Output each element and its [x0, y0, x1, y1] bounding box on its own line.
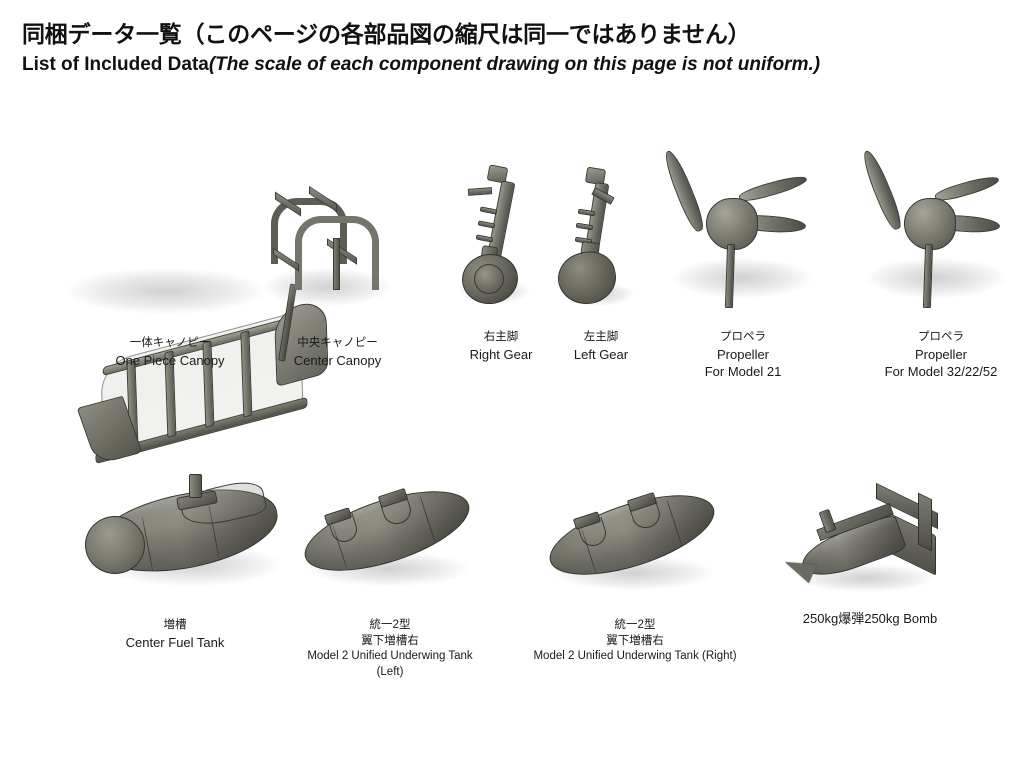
caption-english: Right Gear [469, 346, 533, 362]
caption-center-canopy: 中央キャノピー Center Canopy [294, 336, 381, 369]
caption-japanese-line2: 翼下増槽右 [361, 634, 419, 647]
propeller-blade-right-upper [933, 173, 1001, 204]
caption-english: Left Gear [573, 346, 629, 362]
caption-japanese: 左主脚 [583, 331, 619, 343]
part-underwing-tank-left[interactable]: 統一2型 翼下増槽右 Model 2 Unified Underwing Tan… [295, 474, 485, 678]
propeller-blade-upper [858, 148, 906, 232]
caption-propeller-model-32-22-52: プロペラ Propeller For Model 32/22/52 [885, 330, 998, 381]
caption-center-fuel-tank: 増槽 Center Fuel Tank [126, 618, 225, 651]
page-title-note: (The scale of each component drawing on … [208, 53, 821, 75]
gear-wheel-cover [553, 247, 621, 309]
gear-band [479, 206, 498, 215]
underwing-tank-right-drawing [540, 478, 730, 612]
caption-japanese-line2: 翼下増槽右 [606, 634, 664, 647]
caption-japanese: 右主脚 [483, 331, 519, 343]
propeller-blade-right-upper [737, 172, 809, 205]
propeller-model-21-drawing [658, 140, 828, 330]
propeller-3d [858, 140, 1024, 330]
propeller-shaft [724, 243, 736, 309]
propeller-shaft [922, 243, 934, 309]
gear-retraction-arm [467, 187, 493, 196]
center-canopy-body [271, 185, 383, 290]
caption-japanese: 一体キャノピー [129, 337, 211, 349]
canopy-rear-arch [271, 198, 347, 264]
caption-left-gear: 左主脚 Left Gear [574, 330, 628, 363]
caption-japanese: 統一2型 [369, 619, 411, 631]
right-gear-3d [452, 158, 538, 320]
caption-english: One Piece Canopy [115, 352, 225, 368]
caption-english: Propeller [716, 346, 770, 362]
caption-english: Propeller [914, 346, 968, 362]
propeller-blade-upper [660, 148, 708, 234]
underwing-tank-3d [540, 478, 730, 602]
part-right-gear[interactable]: 右主脚 Right Gear [452, 158, 550, 362]
propeller-spinner [706, 198, 758, 250]
right-gear-drawing [452, 158, 550, 330]
caption-one-piece-canopy: 一体キャノピー One Piece Canopy [115, 336, 224, 369]
page-title-english-line: List of Included Data(The scale of each … [22, 53, 1012, 77]
bomb-250kg-drawing [780, 482, 960, 612]
part-propeller-model-21[interactable]: プロペラ Propeller For Model 21 [658, 140, 828, 379]
canopy-mullion [333, 238, 340, 290]
caption-underwing-tank-left: 統一2型 翼下増槽右 Model 2 Unified Underwing Tan… [285, 618, 495, 681]
center-fuel-tank-3d [85, 472, 295, 597]
left-gear-3d [552, 158, 638, 320]
bomb-3d [780, 482, 960, 602]
caption-japanese: プロペラ [917, 331, 964, 343]
part-propeller-model-32-22-52[interactable]: プロペラ Propeller For Model 32/22/52 [858, 140, 1024, 379]
propeller-model-32-22-52-drawing [858, 140, 1024, 330]
caption-bomb-250kg: 250kg爆弾250kg Bomb [803, 610, 937, 628]
caption-japanese: 統一2型 [614, 619, 656, 631]
underwing-tank-3d [295, 474, 485, 598]
caption-propeller-model-21: プロペラ Propeller For Model 21 [705, 330, 782, 381]
caption-japanese: プロペラ [720, 331, 766, 343]
part-center-canopy[interactable]: 中央キャノピー Center Canopy [255, 185, 420, 368]
part-bomb-250kg[interactable]: 250kg爆弾250kg Bomb [780, 482, 960, 626]
caption-underwing-tank-right: 統一2型 翼下増槽右 Model 2 Unified Underwing Tan… [505, 618, 765, 665]
tank-body [540, 478, 724, 592]
center-fuel-tank-drawing [85, 472, 285, 612]
bomb-fin-rear-ring [918, 492, 932, 552]
page-title-english: List of Included Data [22, 53, 209, 75]
left-gear-drawing [552, 158, 650, 330]
page-title-japanese: 同梱データ一覧（このページの各部品図の縮尺は同一ではありません） [22, 21, 751, 47]
center-canopy-3d [255, 185, 405, 320]
part-underwing-tank-right[interactable]: 統一2型 翼下増槽右 Model 2 Unified Underwing Tan… [533, 478, 737, 662]
caption-english: Model 2 Unified Underwing Tank (Right) [533, 650, 737, 663]
canopy-front-arch [295, 216, 379, 290]
propeller-spinner [904, 198, 956, 250]
caption-english-line2: (Left) [376, 665, 404, 678]
tank-body [295, 474, 479, 588]
gear-wheel-hub [474, 264, 504, 294]
caption-english: Center Fuel Tank [125, 634, 225, 650]
tank-filler-neck [189, 474, 202, 498]
center-canopy-drawing [255, 185, 420, 330]
tank-nose-cap [85, 516, 145, 574]
caption-english-line2: For Model 21 [704, 364, 782, 380]
caption-english-line2: For Model 32/22/52 [884, 364, 998, 380]
page-header: 同梱データ一覧（このページの各部品図の縮尺は同一ではありません） List of… [22, 20, 1012, 77]
caption-english: Center Canopy [293, 352, 382, 368]
canopy-frame-body [76, 297, 329, 471]
caption-right-gear: 右主脚 Right Gear [470, 330, 533, 363]
part-center-fuel-tank[interactable]: 増槽 Center Fuel Tank [85, 472, 285, 650]
propeller-3d [658, 140, 828, 330]
caption-japanese: 増槽 [163, 619, 187, 631]
part-left-gear[interactable]: 左主脚 Left Gear [552, 158, 650, 362]
underwing-tank-left-drawing [295, 474, 485, 612]
caption-english: Model 2 Unified Underwing Tank [307, 650, 473, 663]
caption-english: 250kg爆弾250kg Bomb [802, 611, 938, 626]
caption-japanese: 中央キャノピー [297, 337, 378, 349]
